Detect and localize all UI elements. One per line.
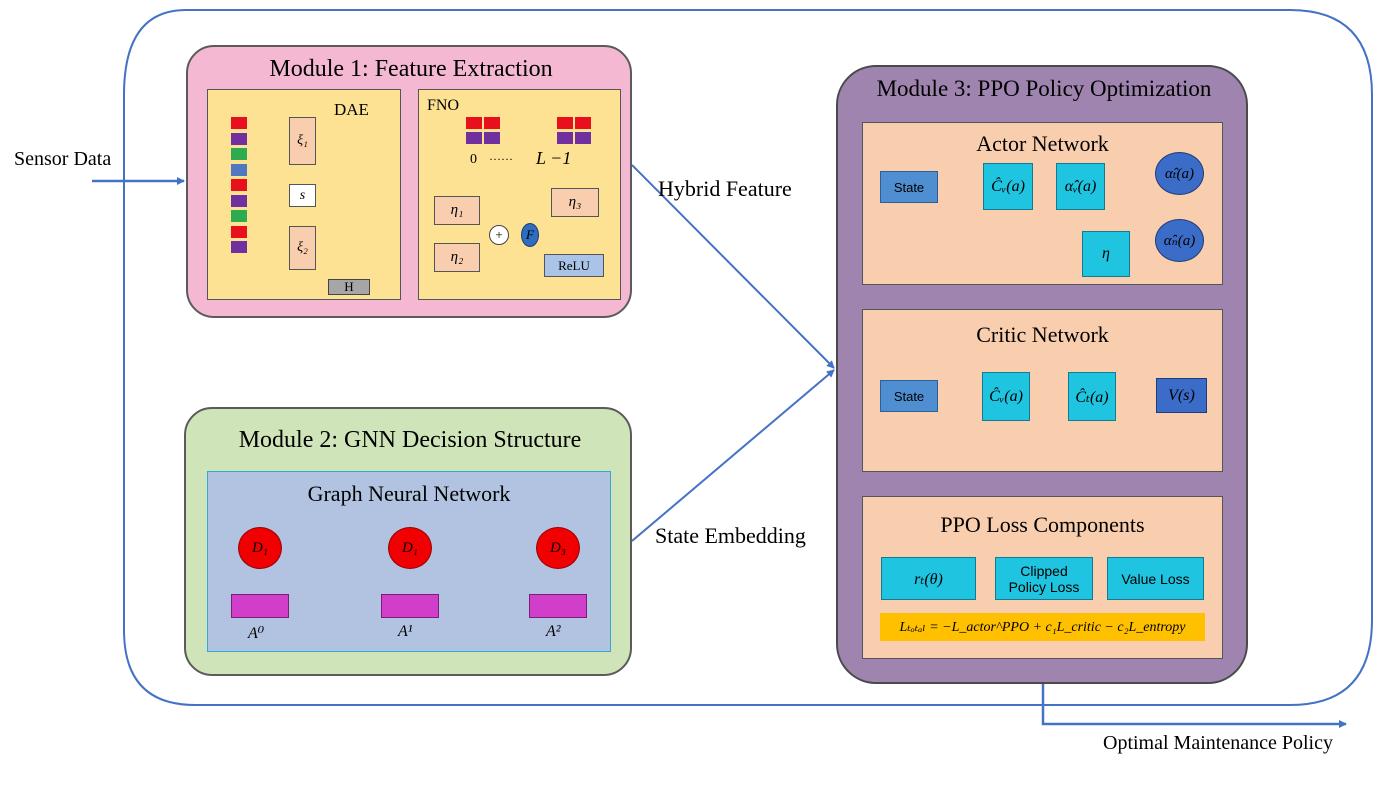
critic-state: State (880, 380, 938, 412)
dae-input-square (231, 117, 247, 129)
fno-fourier-node: F (521, 223, 539, 247)
loss-clipped: Clipped Policy Loss (995, 557, 1093, 600)
gnn-action-box (381, 594, 439, 618)
outer-frame (123, 9, 1373, 706)
fno-range-start: 0 (470, 152, 477, 167)
output-arrow (1041, 684, 1347, 728)
actor-state: State (880, 171, 938, 203)
dae-input-square (231, 163, 247, 176)
dae-encoder-1: ξ₁ (289, 117, 316, 165)
gnn-action-box (529, 594, 587, 618)
actor-title: Actor Network (976, 131, 1109, 156)
dae-input-square (231, 225, 247, 238)
state-embedding-label: State Embedding (655, 523, 806, 548)
fno-mode-group-start (466, 117, 500, 145)
gnn-action-label: A² (546, 623, 561, 640)
dae-input-square (231, 132, 247, 145)
fno-eta1: η₁ (434, 196, 480, 225)
gnn-node: D₁ (388, 527, 432, 569)
gnn-action-label: A¹ (398, 623, 413, 640)
module2-title: Module 2: GNN Decision Structure (238, 427, 582, 453)
fno-relu: ReLU (544, 254, 604, 277)
dae-encoder-2: ξ₂ (289, 226, 316, 270)
dae-label: DAE (334, 100, 369, 119)
module1-title: Module 1: Feature Extraction (269, 56, 553, 82)
hybrid-feature-arrow (631, 164, 835, 369)
hybrid-feature-label: Hybrid Feature (658, 176, 792, 201)
gnn-node: D₁ (238, 527, 282, 569)
fno-sum-node: + (489, 225, 509, 245)
sensor-data-label: Sensor Data (14, 148, 112, 170)
fno-mode-group-end (557, 117, 591, 145)
gnn-action-label: A⁰ (248, 625, 265, 642)
fno-label: FNO (427, 97, 460, 114)
dae-bottleneck: s (289, 184, 316, 207)
actor-panel (862, 122, 1223, 285)
optimal-policy-label: Optimal Maintenance Policy (1103, 732, 1333, 754)
fno-eta3: η₃ (551, 188, 599, 217)
fno-range-end: L −1 (536, 148, 572, 168)
critic-value: V(s) (1156, 378, 1207, 413)
actor-eta: η (1082, 231, 1130, 277)
loss-value: Value Loss (1107, 557, 1204, 600)
critic-title: Critic Network (976, 322, 1109, 347)
critic-c-v: Ĉᵥ(a) (982, 372, 1030, 421)
actor-c-hat: Ĉᵥ(a) (983, 163, 1033, 210)
actor-alpha-eta: α̂ₙ(a) (1155, 219, 1204, 262)
loss-formula: Lₜₒₜₐₗ = −L_actor^PPO + c₁L_critic − c₂L… (880, 613, 1205, 641)
dae-input-square (231, 179, 247, 191)
dae-input-square (231, 194, 247, 207)
critic-c-t: Ĉₜ(a) (1068, 372, 1116, 421)
dae-input-square (231, 148, 247, 160)
dae-input-vectors (231, 117, 247, 257)
dae-input-square (231, 210, 247, 222)
actor-alpha-hat: α̂ᵥ(a) (1056, 163, 1105, 210)
gnn-action-box (231, 594, 289, 618)
actor-alpha-t: α̂ₜ(a) (1155, 152, 1204, 195)
gnn-title: Graph Neural Network (307, 481, 511, 506)
gnn-node: D₃ (536, 527, 580, 569)
fno-range-dots: ······ (489, 152, 513, 166)
loss-ratio: rₜ(θ) (881, 557, 976, 600)
module3-title: Module 3: PPO Policy Optimization (876, 76, 1212, 101)
loss-title: PPO Loss Components (940, 512, 1145, 537)
fno-eta2: η₂ (434, 243, 480, 272)
dae-input-square (231, 241, 247, 253)
dae-output-h: H (328, 279, 370, 295)
state-embedding-arrow (631, 369, 835, 542)
